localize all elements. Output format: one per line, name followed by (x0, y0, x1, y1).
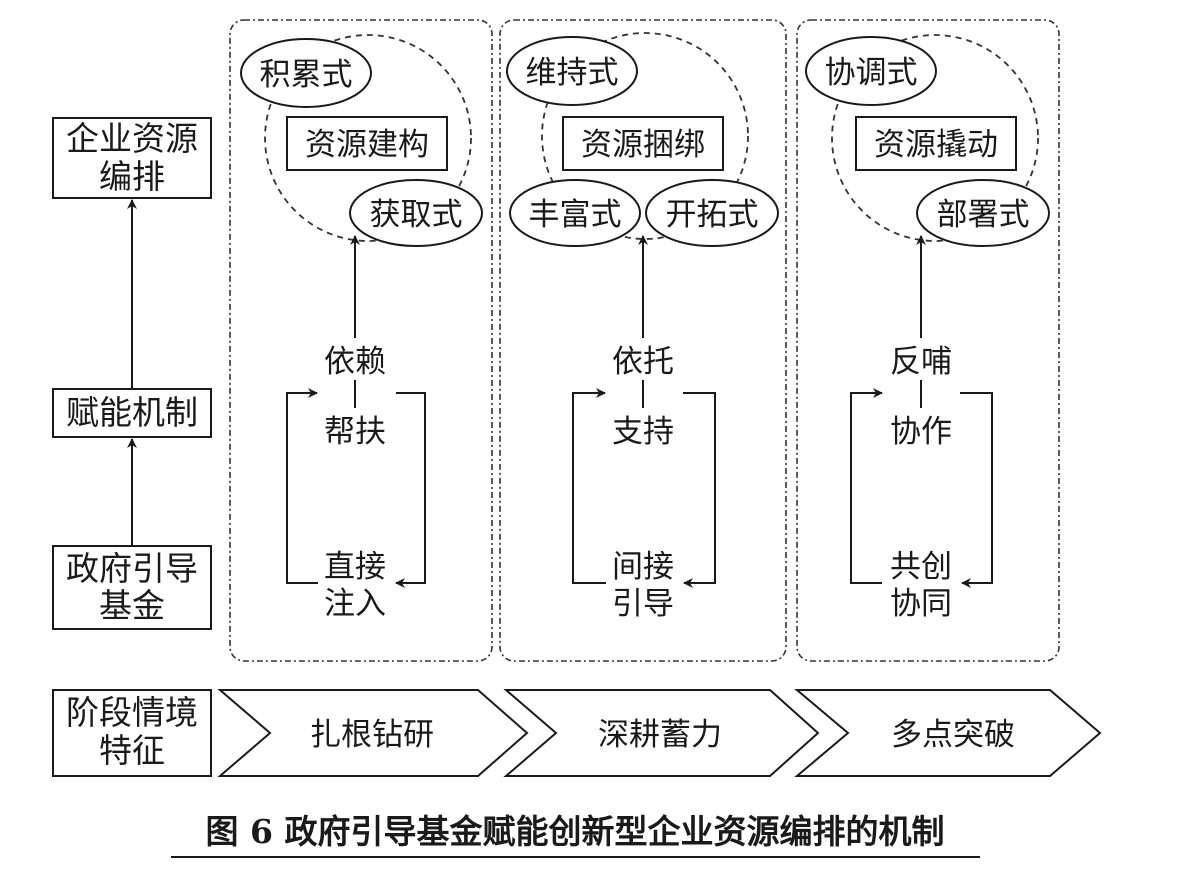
stage-3-label: 多点突破 (891, 717, 1015, 753)
orchestration-label-line1: 企业资源 (66, 119, 198, 158)
empowerment-mechanism-box (52, 388, 212, 438)
stage-chevron-1 (217, 689, 529, 777)
panel-1-dashed-cycle (264, 34, 472, 242)
panel-2-node-bottom-line2: 引导 (612, 586, 674, 622)
mechanism-label: 赋能机制 (66, 393, 198, 432)
panel-1-ellipse-b-label: 获取式 (370, 197, 463, 233)
panel-3-node-mid: 协作 (890, 414, 952, 450)
panel-3-ellipse-b (916, 179, 1050, 247)
stage-box-label-line2: 特征 (99, 731, 165, 770)
stage-box-label-line1: 阶段情境 (66, 693, 198, 732)
panel-3-frame (796, 19, 1060, 662)
panel-2-frame (499, 19, 787, 662)
panel-2-node-mid: 支持 (612, 414, 674, 450)
panel-3-node-bottom-line2: 协同 (890, 586, 952, 622)
caption-text: 图 6 政府引导基金赋能创新型企业资源编排的机制 (206, 812, 945, 851)
panel-2-core-label: 资源捆绑 (581, 127, 705, 163)
panel-1-loop-left (286, 388, 318, 584)
enterprise-resource-orchestration-box (52, 117, 212, 199)
panel-3-core-box (855, 116, 1017, 171)
panel-2-ellipse-a (506, 36, 638, 106)
panel-stage-2: 资源捆绑 维持式 丰富式 开拓式 依托 支持 间接 引导 (499, 19, 787, 662)
stage-row: 阶段情境 特征 扎根钻研 深耕蓄力 多点突破 (52, 689, 1102, 777)
panel-2-node-bottom-line1: 间接 (612, 549, 674, 585)
government-guided-fund-box (52, 545, 212, 630)
stage-characteristics-box (52, 689, 212, 777)
stage-1-label: 扎根钻研 (310, 717, 434, 753)
panel-2-dashed-cycle (541, 32, 749, 240)
panel-3-loop-left (850, 388, 883, 584)
panel-1-ellipse-b (349, 179, 483, 247)
panel-2-node-top: 依托 (612, 344, 674, 380)
panel-3-ellipse-a (805, 36, 937, 106)
panel-3-ellipse-b-label: 部署式 (937, 197, 1030, 233)
panel-2-loop-left (572, 388, 606, 584)
panel-2-ellipse-a-label: 维持式 (526, 55, 619, 91)
panel-2-ellipse-c (645, 179, 779, 247)
panel-1-core-label: 资源建构 (305, 127, 429, 163)
panel-1-ellipse-a (240, 38, 372, 108)
stage-chevron-2 (503, 689, 820, 777)
panel-2-core-box (562, 116, 724, 171)
stage-2-label: 深耕蓄力 (598, 717, 722, 753)
fund-label-line1: 政府引导 (66, 549, 198, 588)
panel-1-node-bottom-line2: 注入 (324, 586, 386, 622)
panel-3-node-bottom-line1: 共创 (890, 549, 952, 585)
panel-1-node-top: 依赖 (324, 344, 386, 380)
figure-caption: 图 6 政府引导基金赋能创新型企业资源编排的机制 (171, 812, 980, 858)
panel-3-node-top: 反哺 (890, 344, 952, 380)
panel-3-loop-right (960, 392, 993, 588)
panel-3-core-label: 资源撬动 (874, 127, 998, 163)
left-column: 企业资源 编排 赋能机制 政府引导 基金 (52, 117, 212, 630)
panel-3-ellipse-a-label: 协调式 (825, 55, 918, 91)
stage-chevron-3 (794, 689, 1102, 777)
panel-1-ellipse-a-label: 积累式 (260, 57, 353, 93)
orchestration-label-line2: 编排 (99, 157, 165, 196)
panel-2-ellipse-b-label: 丰富式 (529, 197, 622, 233)
panel-2-ellipse-b (509, 179, 641, 247)
fund-label-line2: 基金 (99, 586, 165, 625)
panel-3-dashed-cycle (831, 34, 1039, 242)
panel-stage-1: 资源建构 积累式 获取式 依赖 帮扶 直接 注入 (229, 19, 493, 662)
panel-2-ellipse-c-label: 开拓式 (666, 197, 759, 233)
panel-1-frame (229, 19, 493, 662)
panel-1-loop-right (395, 392, 426, 588)
panel-1-core-box (286, 116, 448, 171)
panel-2-loop-right (683, 392, 716, 588)
panel-1-node-bottom-line1: 直接 (324, 549, 386, 585)
panel-stage-3: 资源撬动 协调式 部署式 反哺 协作 共创 协同 (796, 19, 1060, 662)
panel-1-node-mid: 帮扶 (324, 414, 386, 450)
